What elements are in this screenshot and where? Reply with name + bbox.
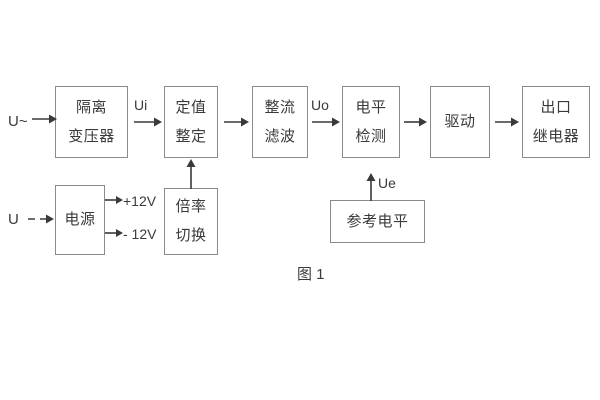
arrow-drive-to-output-relay: [495, 115, 520, 129]
power-output-label-positive: +12V: [123, 193, 157, 209]
arrow-isolation-to-setpoint: [134, 115, 162, 129]
block-level-detection-line2: 检测: [355, 127, 387, 145]
block-reference-level: 参考电平: [330, 200, 425, 243]
block-output-relay: 出口 继电器: [522, 86, 590, 158]
signal-label-ue: Ue: [378, 175, 396, 191]
figure-caption: 图 1: [297, 266, 325, 283]
block-setpoint-adjust-line1: 定值: [175, 98, 207, 116]
block-drive-line1: 驱动: [444, 113, 476, 131]
arrow-rectify-to-level-detection: [312, 115, 340, 129]
arrow-ac-input-to-isolation: [32, 112, 58, 126]
block-rectify-filter: 整流 滤波: [252, 86, 308, 158]
block-isolation-transformer: 隔离 变压器: [55, 86, 128, 158]
block-rectify-filter-line1: 整流: [264, 98, 296, 116]
block-power-supply: 电源: [55, 185, 105, 255]
arrow-multiplier-switch-to-setpoint: [184, 158, 198, 189]
input-label-ac: U~: [8, 113, 28, 130]
arrow-setpoint-to-rectify: [224, 115, 250, 129]
power-output-label-negative: - 12V: [123, 226, 157, 242]
block-isolation-transformer-line1: 隔离: [75, 98, 107, 116]
block-isolation-transformer-line2: 变压器: [68, 127, 115, 145]
block-multiplier-switch-line1: 倍率: [175, 198, 207, 216]
block-multiplier-switch-line2: 切换: [175, 227, 207, 244]
block-rectify-filter-line2: 滤波: [264, 127, 296, 145]
block-setpoint-adjust-line2: 整定: [175, 127, 207, 145]
signal-label-ui: Ui: [134, 97, 148, 113]
block-setpoint-adjust: 定值 整定: [164, 86, 218, 158]
input-label-dc: U: [8, 211, 19, 228]
block-level-detection: 电平 检测: [342, 86, 400, 158]
block-reference-level-line1: 参考电平: [346, 212, 409, 230]
arrow-power-supply-positive: [105, 193, 125, 207]
arrow-reference-level-to-level-detection: [364, 172, 378, 201]
block-power-supply-line1: 电源: [64, 211, 96, 229]
arrow-power-supply-negative: [105, 226, 125, 240]
block-level-detection-line1: 电平: [355, 98, 387, 116]
block-output-relay-line1: 出口: [540, 98, 572, 116]
block-drive: 驱动: [430, 86, 490, 158]
block-multiplier-switch: 倍率 切换: [164, 188, 218, 255]
block-output-relay-line2: 继电器: [532, 127, 580, 145]
arrow-dc-input-to-power-supply: [28, 212, 56, 226]
arrow-level-detection-to-drive: [404, 115, 428, 129]
signal-label-uo: Uo: [311, 97, 329, 113]
